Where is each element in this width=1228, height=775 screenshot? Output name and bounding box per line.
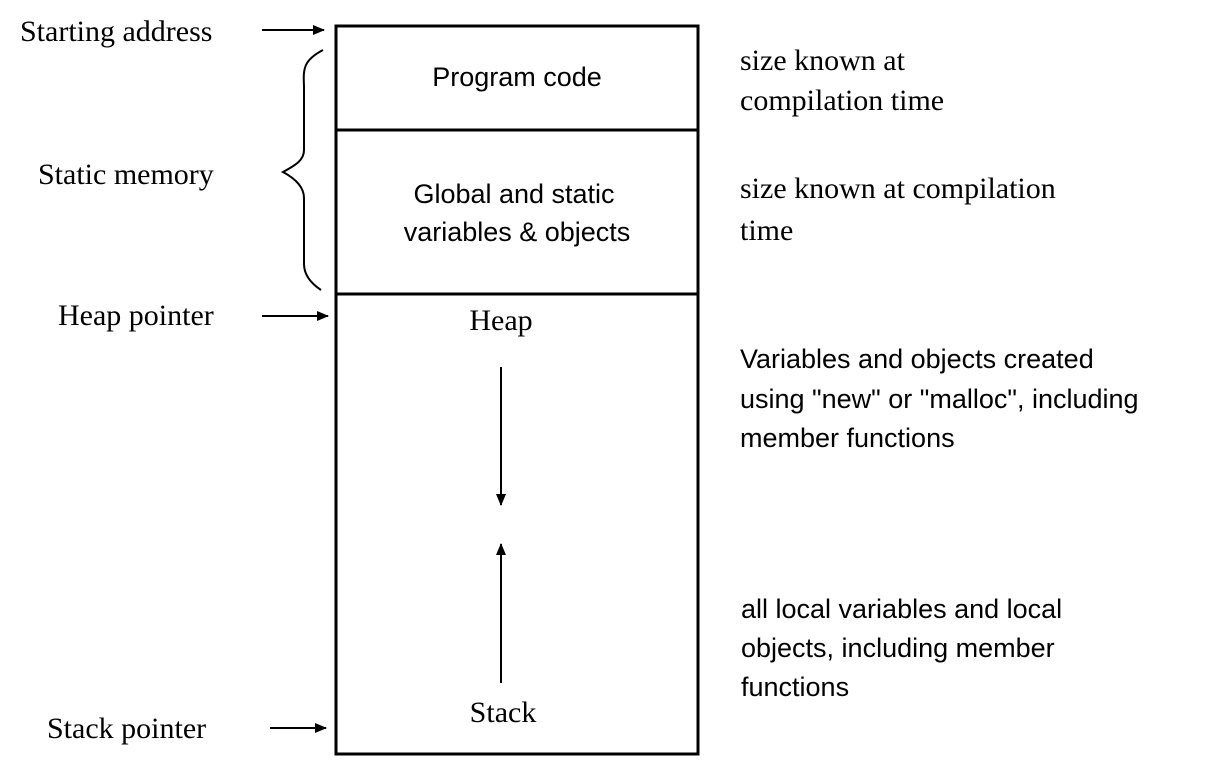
label-static-memory: Static memory bbox=[38, 158, 214, 191]
segment-program-code: Program code bbox=[432, 62, 602, 92]
note-stack-line1: all local variables and local bbox=[741, 594, 1062, 624]
static-memory-brace bbox=[280, 49, 324, 291]
note-heap-line2: using "new" or "malloc", including bbox=[740, 384, 1139, 414]
note-globals-line2: time bbox=[740, 214, 793, 247]
note-globals-line1: size known at compilation bbox=[740, 172, 1056, 205]
segment-heap: Heap bbox=[469, 304, 532, 337]
label-starting-address: Starting address bbox=[20, 15, 212, 48]
label-stack-pointer: Stack pointer bbox=[47, 712, 206, 745]
note-heap-line1: Variables and objects created bbox=[740, 344, 1094, 374]
segment-globals-line1: Global and static bbox=[413, 179, 614, 209]
label-heap-pointer: Heap pointer bbox=[58, 299, 214, 332]
note-stack-line2: objects, including member bbox=[741, 633, 1055, 663]
segment-globals-line2: variables & objects bbox=[404, 217, 631, 247]
memory-block bbox=[334, 24, 700, 756]
note-heap-line3: member functions bbox=[740, 423, 955, 453]
note-program-code-line1: size known at bbox=[740, 44, 906, 77]
segment-stack: Stack bbox=[470, 696, 537, 729]
note-stack-line3: functions bbox=[741, 672, 849, 702]
note-program-code-line2: compilation time bbox=[740, 84, 944, 117]
